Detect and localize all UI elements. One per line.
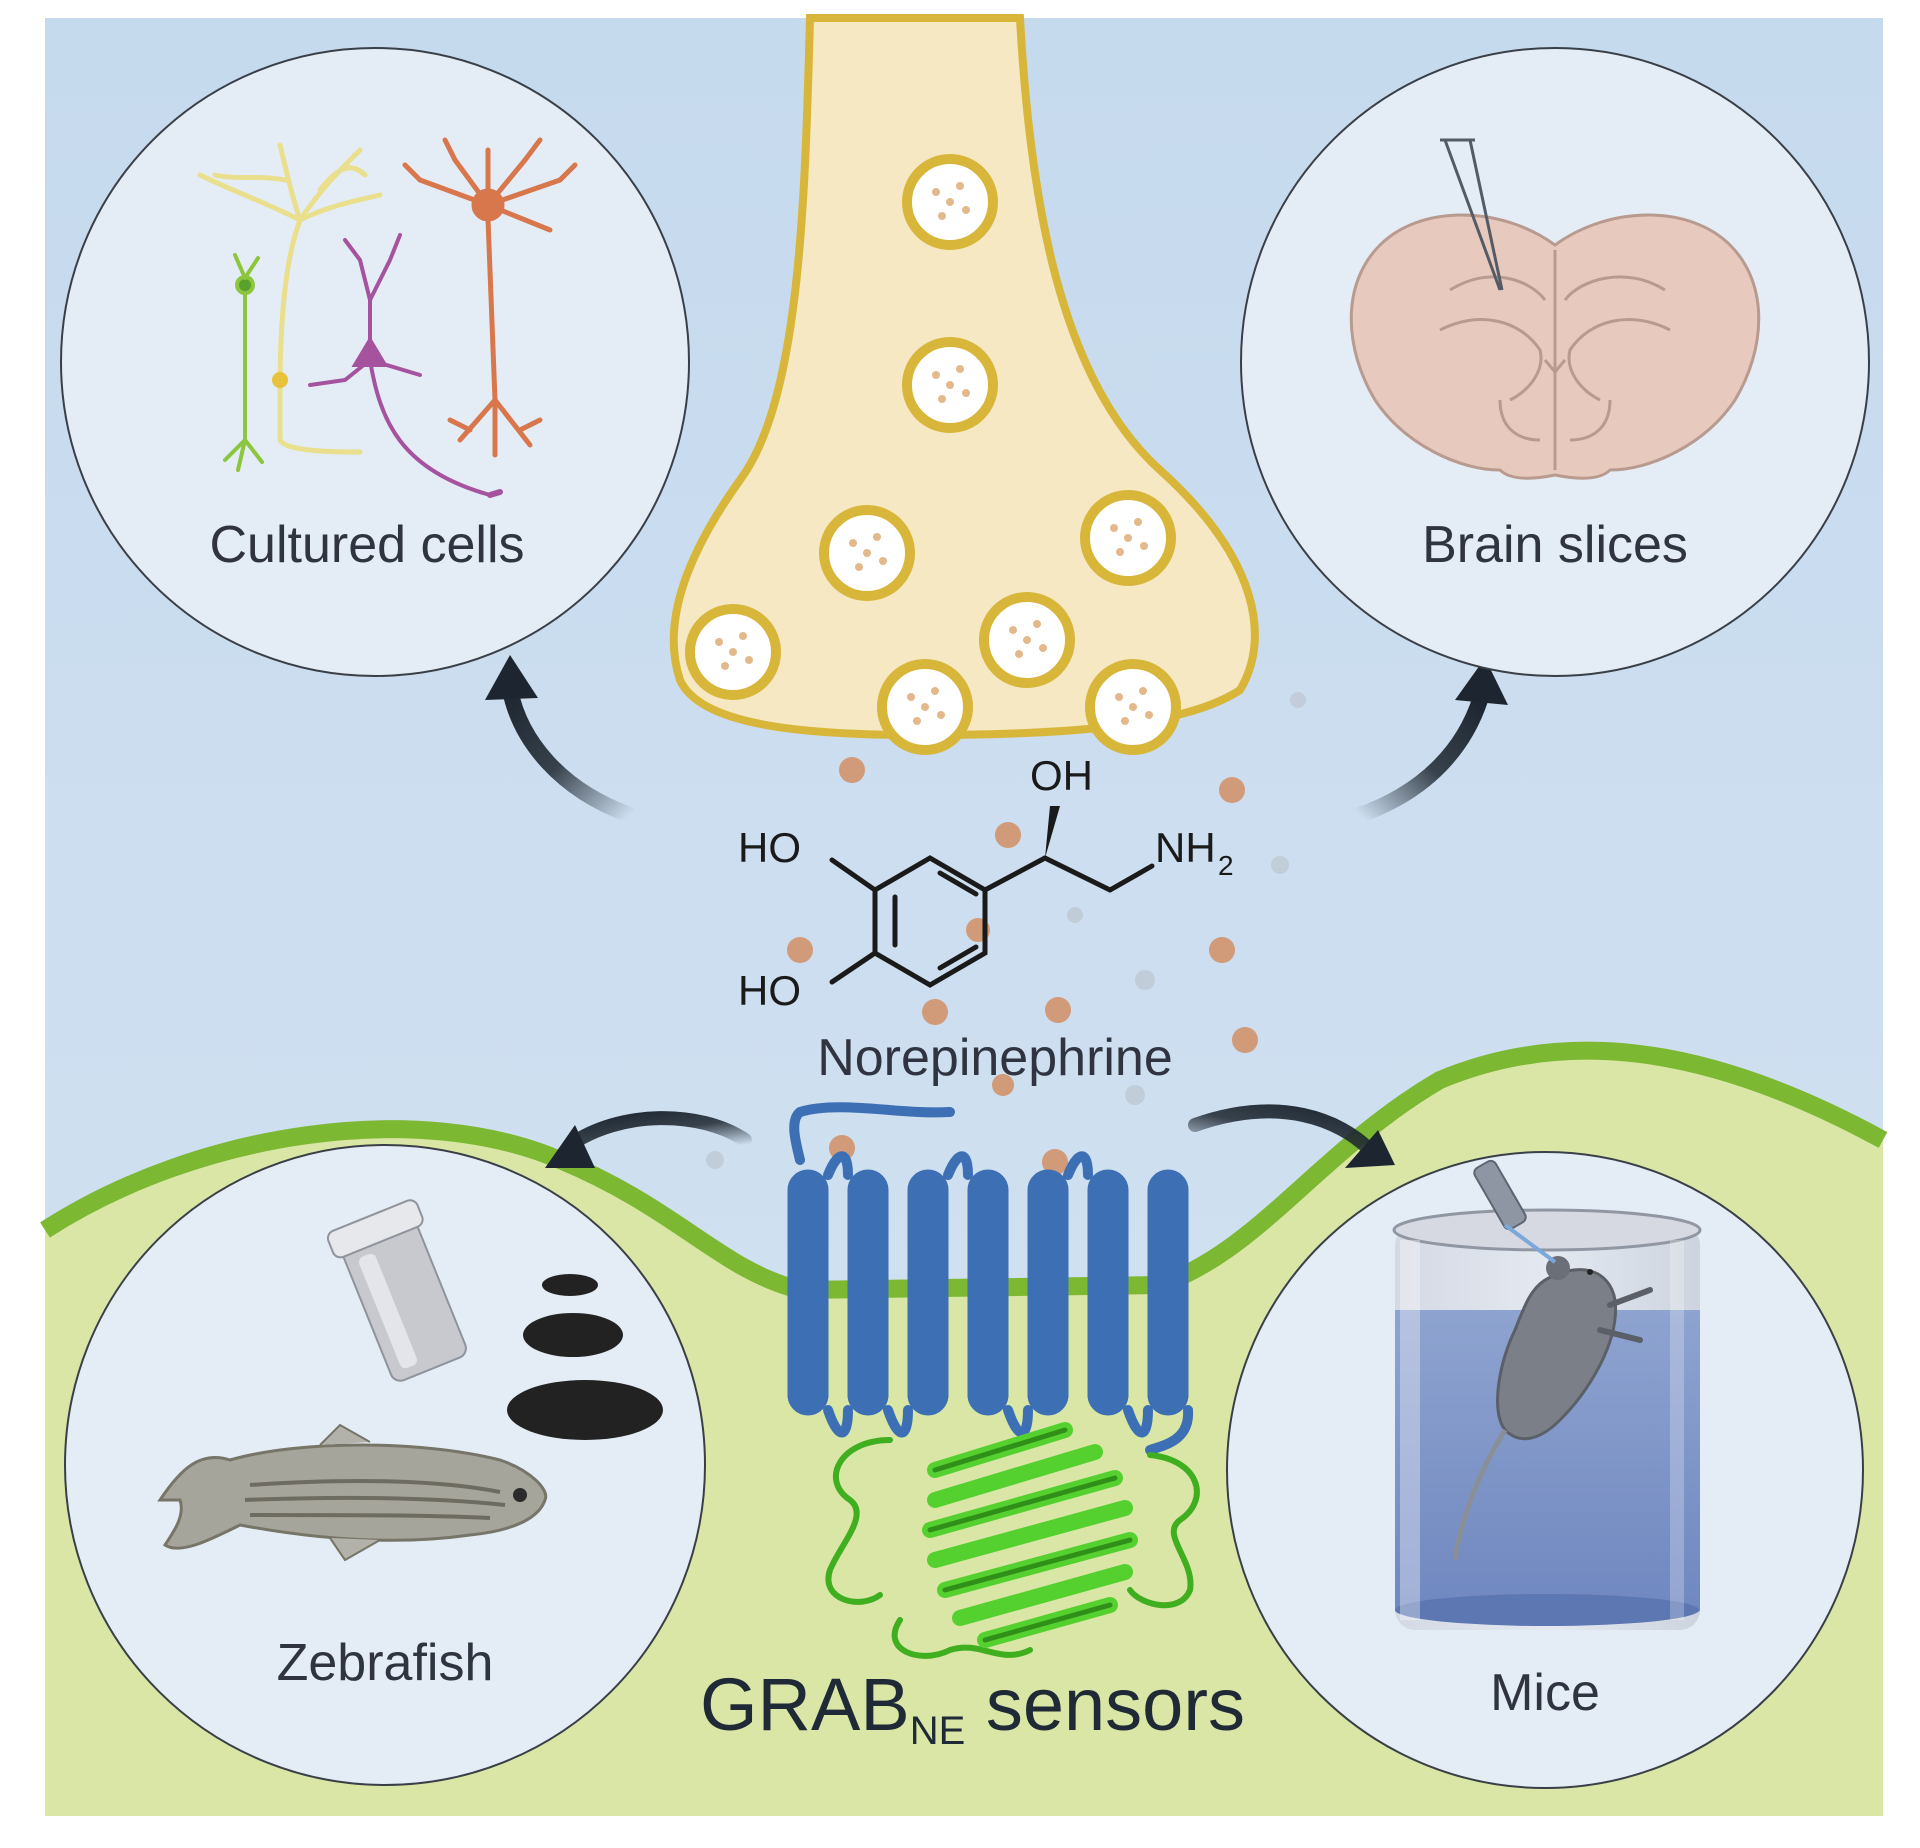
molecule-name: Norepinephrine — [817, 1029, 1173, 1087]
ho-top-label: HO — [738, 824, 801, 871]
neuron-yellow — [197, 142, 383, 455]
bond-ch2-n — [1107, 863, 1155, 893]
sensor-label-tail: sensors — [965, 1663, 1245, 1746]
vesicle — [685, 604, 781, 700]
panel-cultured-cells: Cultured cells — [60, 47, 690, 677]
neuron-purple — [308, 233, 503, 498]
panel-zebrafish: Zebrafish — [64, 1144, 706, 1786]
drug-vial-illustration — [326, 1199, 467, 1382]
bond-ring-chain — [982, 855, 1048, 893]
sensor-label: GRABNE sensors — [700, 1663, 1245, 1753]
sensor-label-subscript: NE — [910, 1709, 966, 1753]
ne-dot — [1232, 1027, 1258, 1053]
oh-label: OH — [1030, 752, 1093, 799]
panel-mice: Mice — [1226, 1151, 1864, 1789]
bond-ho-top — [829, 857, 878, 893]
arrow-to-brain-slices — [1352, 658, 1508, 823]
ne-dot — [1209, 937, 1235, 963]
transmembrane-helix-6 — [1087, 1169, 1129, 1416]
cpgfp-barrel — [825, 1422, 1200, 1659]
vesicle — [902, 337, 998, 433]
ne-dot — [992, 1074, 1014, 1096]
vesicle — [1085, 659, 1181, 755]
ne-dot — [839, 757, 865, 783]
arrow-to-zebrafish — [545, 1111, 752, 1168]
ne-dot — [1042, 1149, 1068, 1175]
label-cultured-cells: Cultured cells — [209, 516, 524, 574]
bond-chain-ch2 — [1042, 855, 1113, 893]
bond-ho-bottom — [829, 950, 878, 985]
vesicle — [979, 592, 1075, 688]
norepinephrine-structure — [829, 806, 1155, 988]
label-zebrafish: Zebrafish — [277, 1634, 494, 1692]
receptor-n-terminus — [789, 1102, 955, 1165]
neurons-illustration — [197, 137, 578, 498]
ho-bottom-label: HO — [738, 967, 801, 1014]
panel-brain-slices: Brain slices — [1240, 47, 1870, 677]
label-mice: Mice — [1490, 1664, 1600, 1722]
ne-dot — [1219, 777, 1245, 803]
arrow-to-cultured-cells — [485, 655, 638, 823]
vesicle — [1080, 490, 1176, 586]
vesicle — [819, 505, 915, 601]
wedge-bond-oh — [1045, 806, 1060, 858]
neuron-orange — [402, 137, 578, 458]
norepinephrine-molecules — [787, 757, 1258, 1175]
ne-dot — [995, 822, 1021, 848]
ne-dot — [787, 937, 813, 963]
transmembrane-helix-4 — [967, 1169, 1009, 1416]
arrow-to-mice — [1188, 1104, 1395, 1168]
neuron-green — [223, 253, 264, 472]
ne-dot — [1045, 997, 1071, 1023]
nh-subscript: 2 — [1218, 850, 1234, 881]
vesicle — [902, 154, 998, 250]
ne-dots-faded — [706, 692, 1306, 1169]
brain-slice-illustration — [1349, 138, 1761, 480]
transmembrane-helix-3 — [907, 1169, 949, 1416]
zebrafish-illustration — [157, 1423, 548, 1562]
mouse-illustration — [1452, 1256, 1653, 1561]
transmembrane-helix-2 — [847, 1169, 889, 1416]
recording-pipette — [1440, 138, 1504, 291]
transmembrane-helix-1 — [787, 1169, 829, 1416]
grab-ne-receptor — [787, 1102, 1194, 1455]
synaptic-vesicles — [685, 154, 1181, 755]
vesicle — [877, 659, 973, 755]
transmembrane-helix-5 — [1027, 1169, 1069, 1416]
optical-fiber-illustration — [1473, 1159, 1557, 1264]
ne-dot — [922, 999, 948, 1025]
sensor-label-main: GRAB — [700, 1663, 910, 1746]
pebbles-illustration — [507, 1274, 663, 1440]
label-brain-slices: Brain slices — [1422, 516, 1688, 574]
transmembrane-helix-7 — [1147, 1169, 1189, 1416]
nh-label: NH — [1155, 824, 1216, 871]
